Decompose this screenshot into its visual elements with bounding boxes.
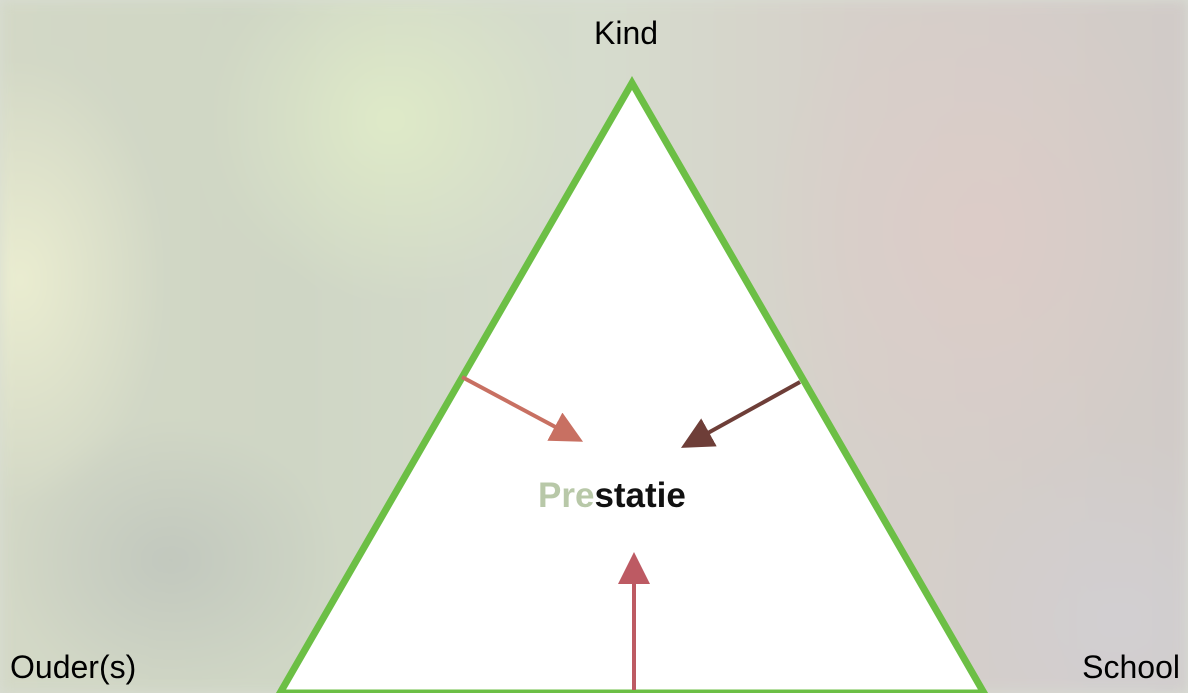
- corner-label-school: School: [1082, 651, 1180, 683]
- corner-label-kind: Kind: [594, 17, 658, 49]
- center-label-prefix: Pre: [538, 476, 594, 515]
- center-label-prestatie: Prestatie: [538, 478, 686, 513]
- corner-label-ouders: Ouder(s): [10, 651, 136, 683]
- center-label-suffix: statie: [594, 476, 685, 515]
